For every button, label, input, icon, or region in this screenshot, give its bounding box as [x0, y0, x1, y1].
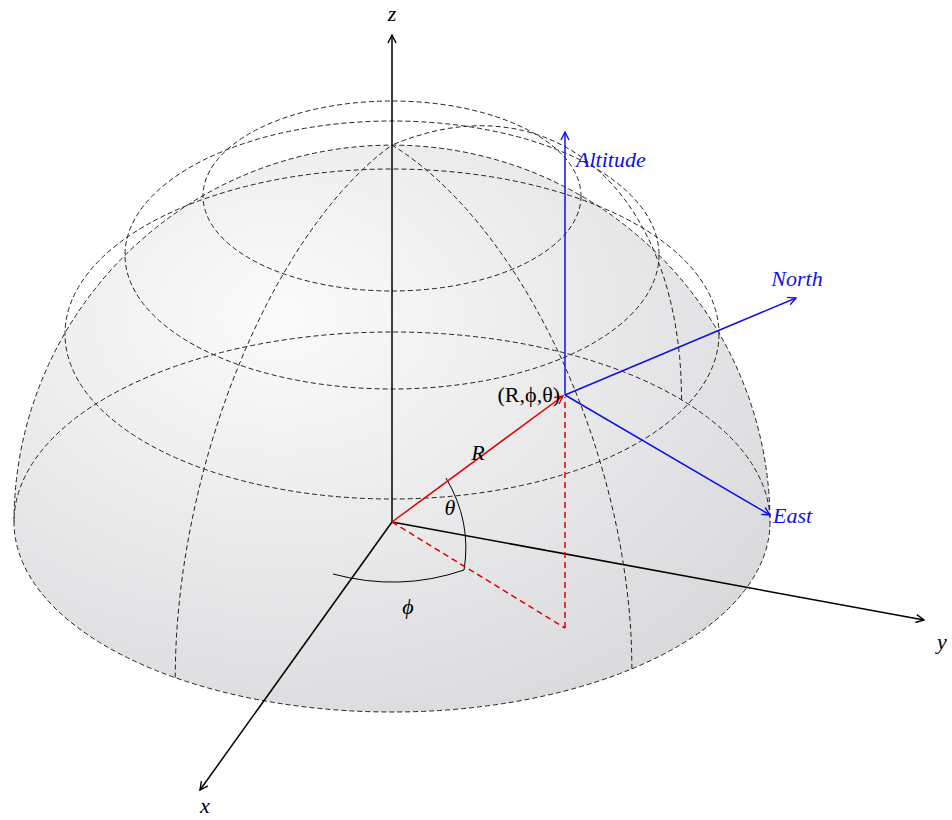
direction-label: East — [773, 505, 812, 527]
direction-label: North — [771, 268, 822, 290]
meridian-line — [175, 145, 392, 678]
axes — [200, 35, 924, 790]
axis-label: z — [388, 3, 397, 25]
meridian-line — [392, 126, 682, 400]
axis-label: y — [937, 631, 947, 653]
meridian-line — [392, 145, 632, 669]
axis-label: x — [200, 795, 210, 817]
local-frame — [565, 132, 796, 515]
position-vector — [392, 396, 565, 628]
angle-label: θ — [445, 497, 456, 519]
angle-label: ϕ — [402, 596, 413, 618]
angle-arcs — [333, 478, 466, 582]
direction-label: Altitude — [576, 149, 646, 171]
point-label: (R,ϕ,θ) — [498, 384, 560, 406]
radius-label: R — [471, 442, 484, 464]
